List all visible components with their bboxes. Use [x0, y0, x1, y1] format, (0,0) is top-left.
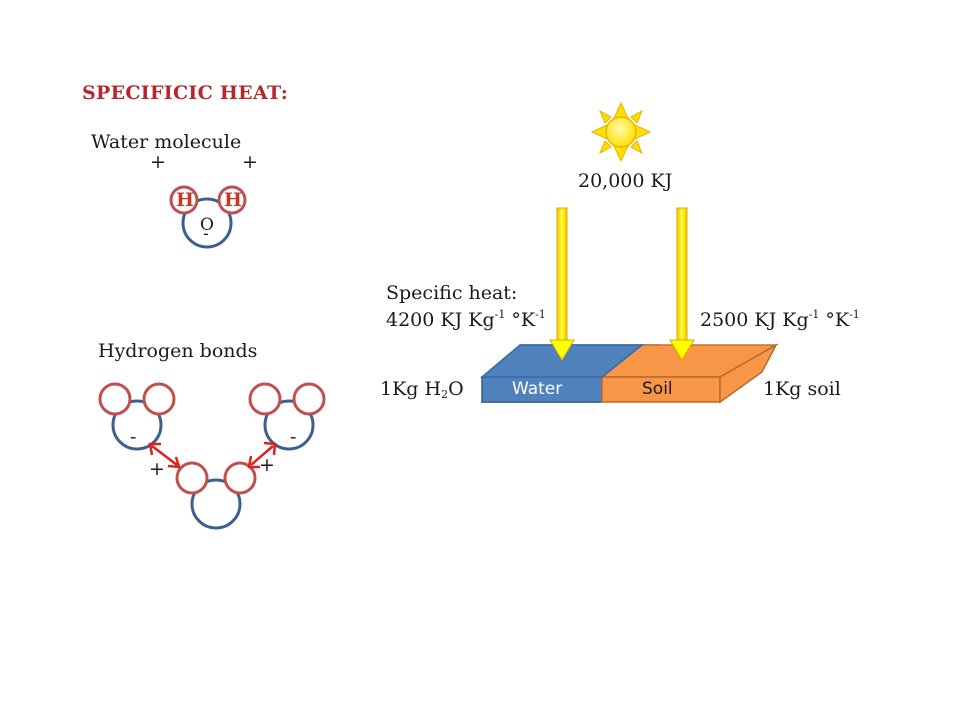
molecule-bottom-oxygen — [190, 478, 242, 530]
bond-arrow-right — [247, 441, 277, 469]
oxygen-atom — [181, 197, 233, 249]
molecule-left-h2 — [142, 382, 176, 416]
molecule-left-h1 — [98, 382, 132, 416]
energy-amount: 20,000 KJ — [578, 170, 673, 192]
water-molecule-label: Water molecule — [91, 131, 242, 153]
water-front-face — [481, 376, 603, 403]
soil-specific-heat: 2500 KJ Kg-1 °K-1 — [700, 308, 860, 331]
soil-panel-label: Soil — [642, 379, 673, 399]
hydrogen-bonds-label: Hydrogen bonds — [98, 340, 258, 362]
molecule-right-h2 — [292, 382, 326, 416]
oxygen-label: O — [200, 215, 214, 235]
bond-plus-right: + — [259, 454, 275, 476]
sun-icon — [590, 101, 652, 163]
bond-minus-left: - — [130, 426, 137, 448]
bond-plus-left: + — [149, 458, 165, 480]
molecule-bottom-h2 — [223, 461, 257, 495]
hydrogen-bond-cluster — [98, 382, 326, 530]
hydrogen-label-right: H — [224, 189, 242, 211]
molecule-right-h1 — [248, 382, 282, 416]
hydrogen-atom-left — [169, 185, 199, 215]
molecule-left-oxygen — [111, 399, 163, 451]
specific-heat-heading: Specific heat: — [386, 282, 518, 304]
molecule-bottom-h1 — [175, 461, 209, 495]
plus-sign-left: + — [150, 151, 166, 173]
hydrogen-atom-right — [217, 185, 247, 215]
plus-sign-right: + — [242, 151, 258, 173]
slab — [479, 343, 779, 404]
energy-arrow-soil — [669, 207, 695, 361]
page-title: SPECIFICIC HEAT: — [82, 82, 289, 104]
water-panel-label: Water — [512, 379, 563, 399]
water-mass-label: 1Kg H2O — [380, 378, 464, 401]
bond-arrow-left — [148, 442, 181, 469]
water-specific-heat: 4200 KJ Kg-1 °K-1 — [386, 308, 546, 331]
soil-side-face — [719, 343, 778, 404]
water-molecule — [169, 185, 247, 249]
minus-sign: - — [203, 224, 209, 244]
energy-arrow-water — [549, 207, 575, 361]
bond-minus-right: - — [290, 426, 297, 448]
soil-mass-label: 1Kg soil — [763, 378, 841, 400]
hydrogen-label-left: H — [176, 189, 194, 211]
